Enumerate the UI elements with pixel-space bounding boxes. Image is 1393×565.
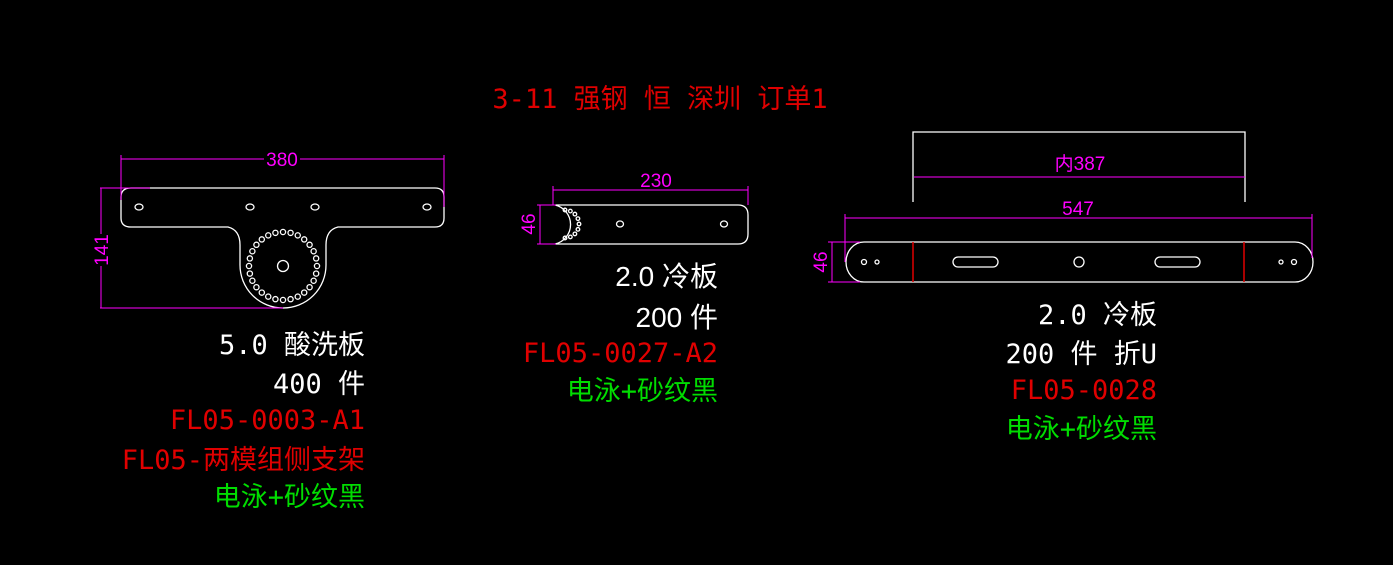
part-3-center-hole (1073, 256, 1085, 268)
arc-hole (572, 231, 578, 237)
part-3-finish: 电泳+砂纹黑 (1006, 414, 1157, 445)
drawing-title: 3-11 强钢 恒 深圳 订单1 (492, 84, 827, 115)
ring-hole (287, 229, 294, 237)
part-3-dim-inner: 内387 (914, 153, 1245, 178)
part-1-slots (134, 203, 432, 211)
part-2-drawing: 230 46 2.0 冷板 200 件 FL05-0027-A2 电泳+砂纹黑 (519, 171, 749, 407)
part-2-finish: 电泳+砂纹黑 (567, 376, 718, 407)
part-2-part-no: FL05-0027-A2 (523, 338, 718, 369)
part-1-part-name: FL05-两模组侧支架 (122, 445, 365, 476)
part-1-quantity: 400 件 (273, 369, 365, 400)
part-3-dim-width: 547 (844, 199, 1313, 262)
ring-hole (300, 236, 308, 243)
ring-hole (258, 289, 266, 296)
ring-hole (313, 262, 321, 270)
ring-hole (306, 283, 313, 291)
ring-hole (245, 262, 253, 270)
part-3-hole (860, 258, 868, 266)
part-3-outline (845, 241, 1314, 283)
part-3-drawing: 内387 547 46 2.0 冷板 200 件 折U FL05-0028 电泳… (811, 131, 1314, 445)
arc-hole (562, 235, 568, 241)
ring-hole (249, 247, 256, 255)
part-1-outline (120, 187, 445, 309)
ring-hole (312, 255, 320, 262)
arc-hole (567, 208, 573, 214)
ring-hole (294, 232, 302, 239)
part-3-side-view (912, 131, 1246, 202)
arc-hole (575, 226, 581, 232)
ring-hole (253, 241, 260, 249)
part-1-drawing: 380 141 5.0 酸洗板 400 件 FL05-0003-A1 FL05-… (92, 150, 445, 513)
part-3-quantity: 200 件 折U (1005, 339, 1157, 370)
part-2-quantity: 200 件 (636, 302, 719, 333)
ring-hole (246, 255, 254, 262)
part-1-dim-width: 380 (120, 150, 445, 207)
arc-hole (576, 221, 582, 227)
ring-hole (264, 232, 272, 239)
dim-inner-387: 内387 (1055, 153, 1106, 175)
part-3-hole (874, 259, 880, 265)
dim-141: 141 (92, 234, 113, 266)
part-2-hole (719, 220, 729, 228)
ring-hole (294, 293, 302, 300)
ring-hole (258, 236, 266, 243)
part-3-slot (952, 256, 999, 268)
part-1-material: 5.0 酸洗板 (219, 330, 365, 361)
ring-hole (249, 277, 256, 285)
ring-hole (287, 295, 294, 303)
arc-hole (562, 207, 568, 213)
arc-hole (572, 211, 578, 217)
dim-380: 380 (266, 150, 298, 171)
ring-hole (253, 283, 260, 291)
part-2-hole (615, 220, 625, 228)
dim-46: 46 (519, 213, 540, 234)
ring-hole (246, 270, 254, 277)
part-3-slot (1154, 256, 1201, 268)
part-2-dim-height: 46 (519, 204, 556, 245)
ring-hole (279, 228, 287, 236)
ring-hole (272, 295, 279, 303)
ring-hole (310, 277, 317, 285)
part-2-dim-width: 230 (552, 171, 749, 205)
dim-230: 230 (640, 171, 672, 192)
ring-hole (300, 289, 308, 296)
ring-hole (306, 241, 313, 249)
ring-hole (312, 270, 320, 277)
ring-hole (272, 229, 279, 237)
part-2-material: 2.0 冷板 (615, 261, 718, 292)
part-1-part-no: FL05-0003-A1 (170, 405, 365, 436)
arc-hole (567, 234, 573, 240)
part-2-hole-arc (562, 207, 582, 241)
dim-547: 547 (1062, 199, 1094, 220)
part-3-material: 2.0 冷板 (1038, 300, 1157, 331)
part-1-hole-ring (245, 228, 321, 304)
part-3-hole (1290, 258, 1298, 266)
part-1-center-hole (276, 259, 290, 273)
ring-hole (310, 247, 317, 255)
part-2-outline (554, 204, 749, 245)
part-1-finish: 电泳+砂纹黑 (214, 482, 365, 513)
part-3-dim-height: 46 (811, 241, 860, 283)
ring-hole (279, 296, 287, 304)
arc-hole (575, 216, 581, 222)
part-1-dim-height: 141 (92, 187, 283, 309)
ring-hole (264, 293, 272, 300)
part-3-part-no: FL05-0028 (1011, 375, 1157, 406)
dim-46: 46 (811, 251, 832, 272)
part-3-hole (1278, 259, 1284, 265)
